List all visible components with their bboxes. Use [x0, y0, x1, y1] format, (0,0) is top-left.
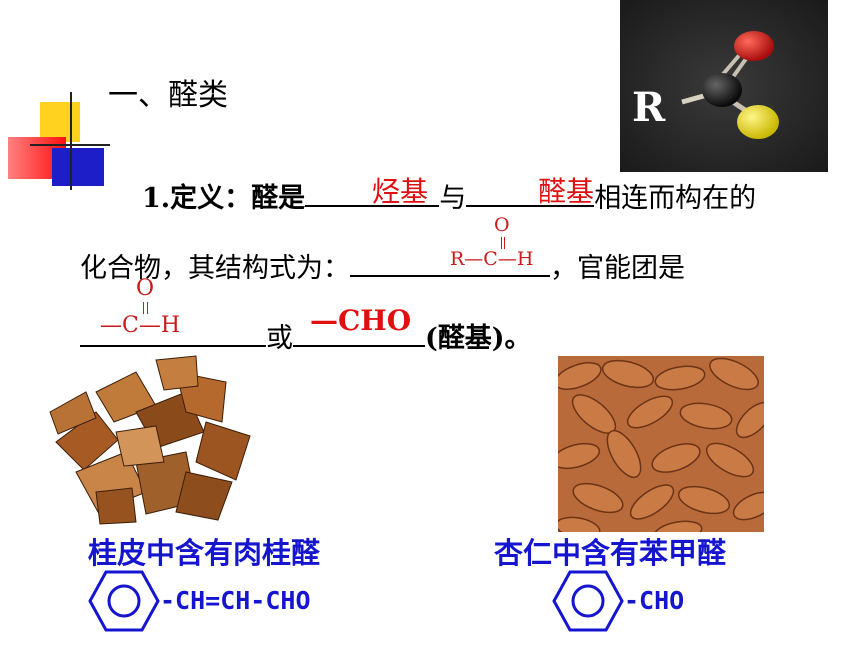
almonds-photo [558, 356, 764, 532]
structure2-chain: —C—H [100, 313, 181, 338]
decor-horizontal-line [30, 144, 110, 146]
definition-line-2: 化合物，其结构式为： ，官能团是 [80, 246, 685, 285]
line2-text: 化合物，其结构式为： [80, 253, 350, 284]
answer-cho: —CHO [310, 304, 412, 337]
almonds-image [558, 357, 764, 532]
blank-3 [350, 249, 550, 277]
blank-5 [293, 319, 425, 347]
benzene-ring-icon [552, 570, 624, 632]
r-group-label: R [632, 84, 666, 131]
definition-line-3: 或 (醛基)。 [80, 316, 532, 355]
cinnamon-caption: 桂皮中含有肉桂醛 [88, 536, 321, 570]
aldehyde-model-photo: R [620, 0, 828, 172]
structure2-double-bond [143, 302, 148, 314]
slide-heading: 一、醛类 [108, 78, 228, 113]
paren-text: (醛基)。 [425, 323, 532, 354]
almond-caption: 杏仁中含有苯甲醛 [494, 536, 727, 570]
structure1-oxygen: O [494, 214, 510, 236]
blank-2 [466, 179, 595, 207]
blank-1 [305, 179, 440, 207]
structure1-chain: R—C—H [450, 248, 534, 270]
ball-stick-model-image [620, 0, 828, 172]
definition-suffix: 相连而构在的 [594, 183, 757, 214]
blank-4 [80, 319, 266, 347]
cinnamaldehyde-formula: -CH=CH-CHO [160, 586, 311, 615]
structure1-double-bond [501, 237, 505, 249]
decor-square-blue [52, 148, 104, 186]
answer-aldehyde-group: 醛基 [538, 175, 595, 208]
cinnamon-bark-photo [36, 352, 264, 528]
decor-vertical-line [70, 92, 72, 190]
definition-prefix: 1.定义：醛是 [142, 183, 306, 214]
benzene-ring-icon [88, 570, 160, 632]
definition-line-1: 1.定义：醛是 与 相连而构在的 [142, 176, 756, 215]
decor-square-yellow [40, 102, 80, 142]
cinnamon-bark-image [49, 355, 251, 525]
connector-text: 与 [439, 183, 467, 214]
structure2-oxygen: O [136, 276, 155, 301]
answer-hydrocarbon-group: 烃基 [372, 175, 429, 208]
line2-suffix: ，官能团是 [550, 253, 685, 284]
or-text: 或 [266, 323, 293, 354]
benzaldehyde-formula: -CHO [624, 586, 685, 615]
